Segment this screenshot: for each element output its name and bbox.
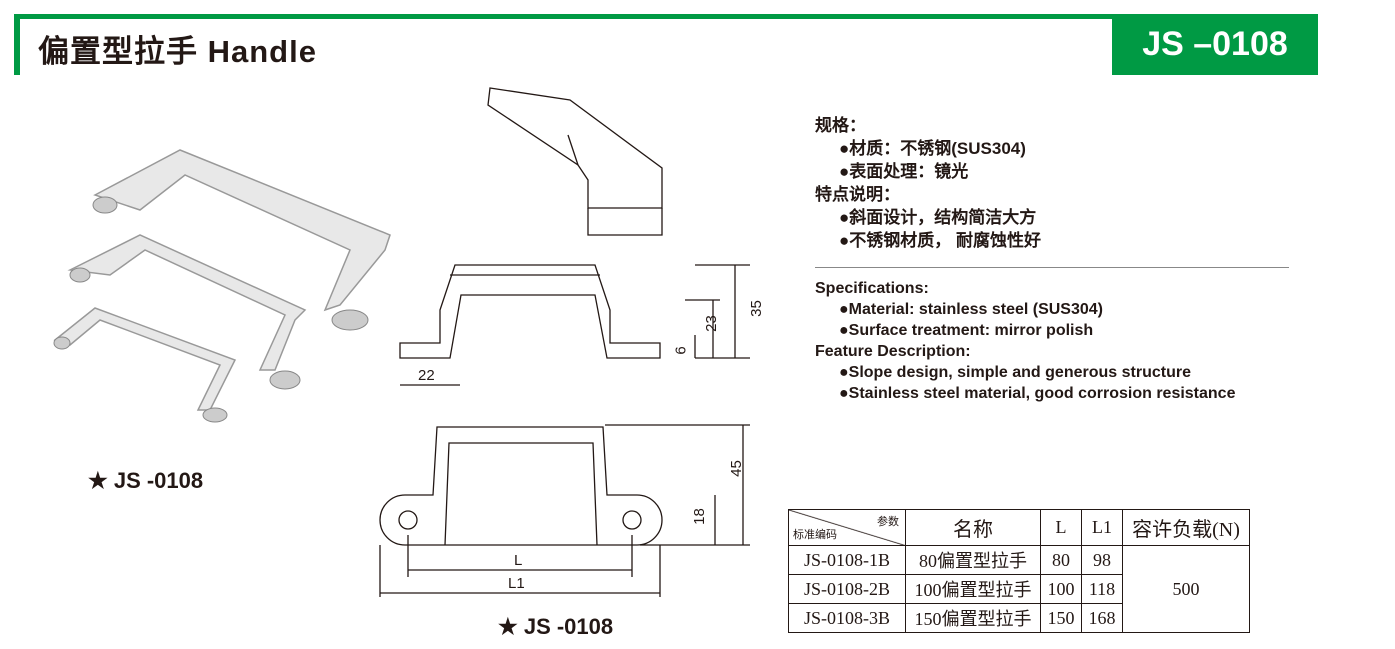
header-L1: L1: [1081, 509, 1123, 546]
dim-L1: L1: [508, 575, 525, 592]
cell-L: 150: [1040, 603, 1082, 633]
feature-heading: Feature Description:: [815, 343, 971, 360]
spec-cn: 规格： ●材质：不锈钢(SUS304) ●表面处理：镜光 特点说明： ●斜面设计…: [815, 114, 1041, 252]
spec-en: Specifications: ●Material: stainless ste…: [815, 278, 1235, 404]
spec-item: ●Surface treatment: mirror polish: [839, 322, 1094, 339]
cell-L1: 168: [1081, 603, 1123, 633]
spec-heading: Specifications:: [815, 280, 929, 297]
spec-heading: 规格：: [815, 116, 866, 135]
spec-item: ●Material: stainless steel (SUS304): [839, 301, 1103, 318]
table-corner-cell: 参数 标准编码: [788, 509, 906, 546]
side-view-drawing: [487, 87, 663, 236]
dim-22: 22: [418, 367, 435, 384]
cell-load: 500: [1122, 545, 1250, 633]
feature-heading: 特点说明：: [815, 185, 900, 204]
cell-name: 150偏置型拉手: [905, 603, 1041, 633]
divider: [815, 267, 1289, 268]
table-row: JS-0108-3B 150偏置型拉手 150 168: [788, 603, 1250, 633]
spec-item: ●表面处理：镜光: [839, 162, 969, 181]
cell-name: 80偏置型拉手: [905, 545, 1041, 575]
cell-code: JS-0108-3B: [788, 603, 906, 633]
feature-item: ●Stainless steel material, good corrosio…: [839, 385, 1236, 402]
dim-L: L: [514, 552, 523, 569]
dim-45: 45: [727, 460, 745, 477]
top-view-drawing: [379, 424, 750, 597]
front-view-drawing: [399, 264, 750, 386]
header-accent: [14, 14, 20, 75]
cell-name: 100偏置型拉手: [905, 574, 1041, 604]
feature-item: ●斜面设计，结构简洁大方: [839, 208, 1037, 227]
header-name: 名称: [905, 509, 1041, 546]
product-code-badge: JS –0108: [1112, 14, 1318, 75]
photo-caption: ★ JS -0108: [88, 468, 204, 493]
cell-L: 100: [1040, 574, 1082, 604]
header-L: L: [1040, 509, 1082, 546]
corner-top-label: 参数: [877, 516, 899, 528]
cell-code: JS-0108-2B: [788, 574, 906, 604]
dim-6: 6: [672, 346, 690, 355]
corner-bottom-label: 标准编码: [793, 529, 837, 541]
spec-item: ●材质：不锈钢(SUS304): [839, 139, 1026, 158]
dim-35: 35: [747, 300, 765, 317]
drawing-caption: ★ JS -0108: [498, 614, 614, 639]
cell-L1: 98: [1081, 545, 1123, 575]
feature-item: ●不锈钢材质， 耐腐蚀性好: [839, 231, 1041, 250]
header-load: 容许负载(N): [1122, 509, 1250, 546]
header-bar: [14, 14, 1318, 19]
dim-18: 18: [690, 508, 708, 525]
spec-table: 参数 标准编码 名称 L L1 容许负载(N) JS-0108-1B 80偏置型…: [788, 509, 1250, 633]
feature-item: ●Slope design, simple and generous struc…: [839, 364, 1191, 381]
cell-L: 80: [1040, 545, 1082, 575]
cell-code: JS-0108-1B: [788, 545, 906, 575]
table-row: JS-0108-1B 80偏置型拉手 80 98 500: [788, 545, 1250, 633]
product-photo: [53, 149, 391, 423]
dim-23: 23: [702, 315, 720, 332]
cell-L1: 118: [1081, 574, 1123, 604]
page-title: 偏置型拉手 Handle: [38, 34, 317, 69]
